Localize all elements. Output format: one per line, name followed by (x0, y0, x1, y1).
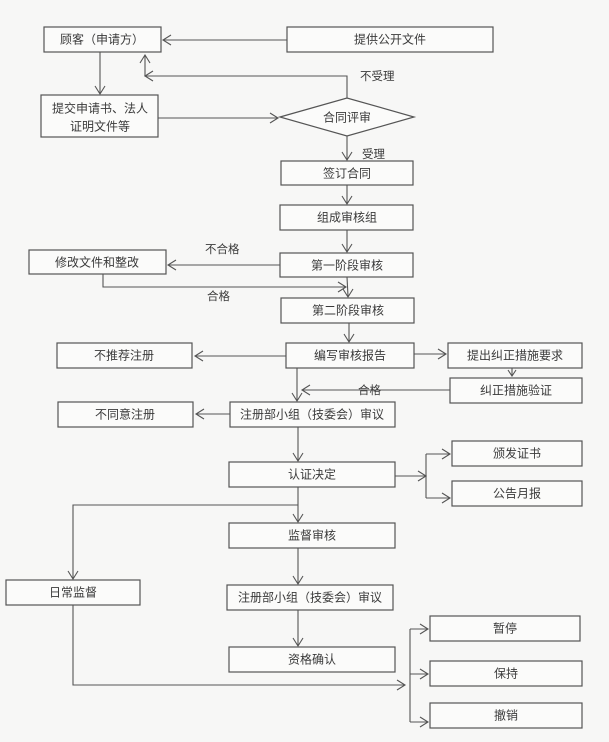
node-monthly-announcement[interactable]: 公告月报 (451, 480, 583, 507)
arrowhead (341, 151, 353, 162)
arrowhead (300, 384, 311, 396)
arrowhead (441, 448, 452, 460)
node-label: 合同评审 (323, 110, 371, 125)
arrowhead (419, 716, 430, 728)
node-qualification-confirmation[interactable]: 资格确认 (228, 646, 396, 673)
arrowhead (337, 281, 348, 293)
node-label: 认证决定 (288, 467, 336, 482)
arrowhead (291, 392, 303, 403)
node-revoke[interactable]: 撤销 (429, 702, 583, 729)
node-daily-supervision[interactable]: 日常监督 (5, 579, 141, 606)
arrowhead (194, 408, 205, 420)
node-submit-application[interactable]: 提交申请书、法人 证明文件等 (40, 94, 159, 138)
node-revise-docs[interactable]: 修改文件和整改 (28, 249, 167, 275)
node-sign-contract[interactable]: 签订合同 (280, 160, 414, 186)
edge-decision-to-daily (72, 504, 298, 578)
node-not-recommend-registration[interactable]: 不推荐注册 (56, 342, 193, 369)
arrowhead (269, 112, 280, 124)
node-provide-docs[interactable]: 提供公开文件 (286, 26, 494, 53)
arrowhead (143, 70, 154, 82)
edge-stage1-to-stage2 (346, 276, 349, 297)
node-surveillance-audit[interactable]: 监督审核 (228, 522, 396, 549)
edge-label-qualified-corrective: 合格 (358, 383, 381, 397)
arrowhead (94, 85, 106, 96)
node-label: 提供公开文件 (354, 32, 426, 47)
node-label: 日常监督 (49, 585, 97, 600)
node-certification-decision[interactable]: 认证决定 (228, 461, 396, 488)
node-label: 修改文件和整改 (55, 255, 139, 270)
arrowhead (193, 350, 204, 362)
node-label: 颁发证书 (493, 446, 541, 461)
edge-daily-to-outcomes (72, 605, 405, 686)
edge-revise-to-stage2 (102, 274, 346, 288)
node-label: 组成审核组 (317, 210, 377, 225)
node-label: 编写审核报告 (314, 348, 386, 363)
node-form-audit-team[interactable]: 组成审核组 (279, 204, 414, 231)
node-label: 签订合同 (323, 166, 371, 181)
edge-label-unqualified: 不合格 (205, 242, 240, 256)
edge-label-accepted: 受理 (362, 147, 385, 161)
arrowhead (341, 243, 353, 254)
node-stage2-audit[interactable]: 第二阶段审核 (280, 297, 415, 324)
node-label-line1: 提交申请书、法人 (52, 101, 148, 116)
arrowhead (292, 513, 304, 524)
node-label: 不推荐注册 (94, 348, 154, 363)
node-customer[interactable]: 顾客（申请方） (43, 26, 162, 53)
node-registration-review-1[interactable]: 注册部小组（技委会）审议 (229, 401, 396, 428)
node-label: 第一阶段审核 (311, 258, 383, 273)
arrowhead (166, 259, 177, 271)
arrowhead (67, 570, 79, 581)
node-maintain[interactable]: 保持 (429, 660, 583, 687)
arrowhead (342, 288, 354, 299)
node-label: 撤销 (494, 708, 518, 723)
arrowhead (437, 348, 448, 360)
arrowhead (341, 195, 353, 206)
node-label: 不同意注册 (95, 407, 155, 422)
node-label: 保持 (494, 666, 518, 681)
edge-label-qualified: 合格 (207, 289, 230, 303)
edges (67, 34, 517, 728)
node-corrective-action-verification[interactable]: 纠正措施验证 (449, 377, 583, 404)
arrowhead (292, 575, 304, 586)
arrowhead (396, 679, 407, 691)
edge-not-accepted-to-customer (144, 55, 348, 98)
arrowhead (139, 53, 151, 64)
node-label: 暂停 (493, 621, 517, 636)
node-issue-certificate[interactable]: 颁发证书 (451, 440, 583, 467)
node-label: 注册部小组（技委会）审议 (240, 407, 384, 422)
arrowhead (161, 34, 172, 46)
node-label: 第二阶段审核 (312, 303, 384, 318)
node-write-audit-report[interactable]: 编写审核报告 (285, 342, 415, 369)
arrowhead (292, 637, 304, 648)
node-label-line2: 证明文件等 (70, 119, 130, 134)
node-label: 注册部小组（技委会）审议 (238, 590, 382, 605)
node-contract-review-decision[interactable]: 合同评审 (277, 97, 417, 137)
arrowhead (292, 452, 304, 463)
arrowhead (507, 369, 517, 377)
node-label: 监督审核 (288, 528, 336, 543)
node-corrective-action-request[interactable]: 提出纠正措施要求 (447, 342, 583, 369)
arrowhead (419, 668, 430, 680)
node-suspend[interactable]: 暂停 (429, 615, 581, 642)
edge-label-not-accepted: 不受理 (360, 69, 395, 83)
arrowhead (419, 623, 430, 635)
node-stage1-audit[interactable]: 第一阶段审核 (279, 252, 414, 278)
arrowhead (441, 492, 452, 504)
node-label: 公告月报 (493, 486, 541, 501)
node-label: 纠正措施验证 (480, 383, 552, 398)
node-label: 提出纠正措施要求 (467, 348, 563, 363)
arrowhead (343, 333, 355, 344)
node-label: 顾客（申请方） (60, 32, 144, 47)
node-label: 资格确认 (288, 652, 336, 667)
node-registration-review-2[interactable]: 注册部小组（技委会）审议 (226, 584, 394, 611)
node-not-approve-registration[interactable]: 不同意注册 (57, 401, 194, 428)
